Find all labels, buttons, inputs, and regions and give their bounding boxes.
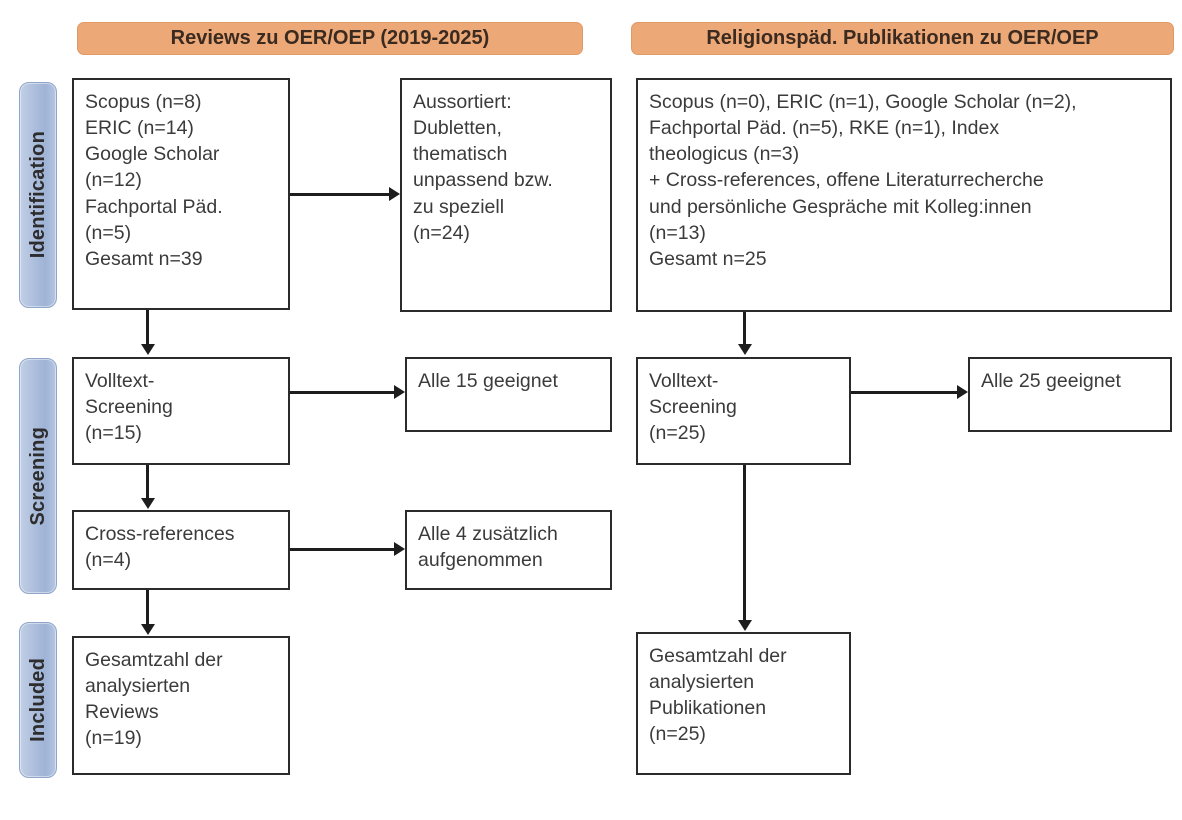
column-header-reviews-label: Reviews zu OER/OEP (2019-2025): [170, 27, 490, 49]
box-line: Publikationen: [649, 697, 767, 720]
box-left-fulltext-screening: Volltext- Screening (n=15): [72, 357, 290, 465]
box-right-fulltext-screening: Volltext- Screening (n=25): [636, 357, 851, 465]
box-line: (n=4): [85, 549, 132, 572]
box-left-all-added: Alle 4 zusätzlich aufgenommen: [405, 510, 612, 590]
box-line: Volltext-: [649, 370, 719, 392]
box-line: Reviews: [85, 701, 159, 724]
stage-pill-screening: Screening: [19, 358, 57, 594]
box-right-all-eligible: Alle 25 geeignet: [968, 357, 1172, 432]
box-line: (n=25): [649, 723, 706, 746]
box-line: (n=19): [85, 727, 142, 750]
box-line: Alle 25 geeignet: [981, 370, 1121, 392]
box-line: analysierten: [649, 671, 755, 694]
box-line: Scopus (n=8): [85, 91, 202, 113]
column-header-publications: Religionspäd. Publikationen zu OER/OEP: [631, 22, 1174, 55]
box-line: ERIC (n=14): [85, 117, 194, 140]
box-line: Alle 4 zusätzlich: [418, 523, 558, 545]
box-line: (n=12): [85, 169, 142, 192]
box-line: Google Scholar: [85, 143, 220, 166]
box-line: Volltext-: [85, 370, 155, 392]
connector-left-crossrefs-to-added: [290, 548, 395, 551]
box-line: Gesamt n=25: [649, 247, 767, 270]
box-line: Alle 15 geeignet: [418, 370, 558, 392]
connector-right-sources-to-screening: [743, 312, 746, 346]
box-line: zu speziell: [413, 195, 505, 218]
box-line: Screening: [649, 396, 737, 419]
box-left-cross-references: Cross-references (n=4): [72, 510, 290, 590]
stage-pill-included: Included: [19, 622, 57, 778]
arrowhead-right-screening-to-eligible: [957, 385, 968, 399]
stage-label-screening: Screening: [26, 426, 49, 526]
arrowhead-left-sources-to-screening: [140, 344, 155, 355]
box-line: Scopus (n=0), ERIC (n=1), Google Scholar…: [649, 91, 1077, 113]
arrowhead-right-sources-to-screening: [737, 344, 752, 355]
box-line: Aussortiert:: [413, 91, 512, 113]
box-left-identification-sources: Scopus (n=8) ERIC (n=14) Google Scholar …: [72, 78, 290, 310]
box-line: aufgenommen: [418, 549, 543, 572]
column-header-publications-label: Religionspäd. Publikationen zu OER/OEP: [706, 27, 1099, 49]
box-line: und persönliche Gespräche mit Kolleg:inn…: [649, 195, 1032, 218]
box-line: Gesamtzahl der: [649, 645, 787, 667]
box-line: (n=15): [85, 422, 142, 445]
arrowhead-left-crossrefs-to-included: [140, 624, 155, 635]
box-right-identification-sources: Scopus (n=0), ERIC (n=1), Google Scholar…: [636, 78, 1172, 312]
box-line: (n=25): [649, 422, 706, 445]
stage-label-identification: Identification: [26, 131, 49, 259]
column-header-reviews: Reviews zu OER/OEP (2019-2025): [77, 22, 583, 55]
connector-right-screening-to-included: [743, 465, 746, 621]
box-line: (n=24): [413, 221, 470, 244]
box-line: (n=13): [649, 221, 706, 244]
connector-left-screening-to-eligible: [290, 391, 395, 394]
arrowhead-right-screening-to-included: [737, 620, 752, 631]
arrowhead-left-screening-to-eligible: [394, 385, 405, 399]
box-line: analysierten: [85, 675, 191, 698]
stage-pill-identification: Identification: [19, 82, 57, 308]
box-line: Fachportal Päd. (n=5), RKE (n=1), Index: [649, 117, 1000, 140]
box-line: Gesamtzahl der: [85, 649, 223, 671]
connector-left-screening-to-crossrefs: [146, 465, 149, 500]
box-line: Cross-references: [85, 523, 235, 545]
connector-left-sources-to-screening: [146, 310, 149, 346]
arrowhead-left-crossrefs-to-added: [394, 542, 405, 556]
box-line: theologicus (n=3): [649, 143, 800, 166]
box-line: + Cross-references, offene Literaturrech…: [649, 169, 1044, 192]
box-left-included-total: Gesamtzahl der analysierten Reviews (n=1…: [72, 636, 290, 775]
box-line: Screening: [85, 396, 173, 419]
connector-right-screening-to-eligible: [851, 391, 958, 394]
connector-left-crossrefs-to-included: [146, 590, 149, 626]
connector-left-sources-to-excluded: [290, 193, 390, 196]
box-left-all-eligible: Alle 15 geeignet: [405, 357, 612, 432]
arrowhead-left-screening-to-crossrefs: [140, 498, 155, 509]
box-line: thematisch: [413, 143, 508, 166]
box-line: Dubletten,: [413, 117, 502, 140]
box-left-excluded: Aussortiert: Dubletten, thematisch unpas…: [400, 78, 612, 312]
box-right-included-total: Gesamtzahl der analysierten Publikatione…: [636, 632, 851, 775]
box-line: (n=5): [85, 221, 132, 244]
stage-label-included: Included: [26, 658, 49, 742]
box-line: unpassend bzw.: [413, 169, 553, 192]
box-line: Fachportal Päd.: [85, 195, 223, 218]
arrowhead-left-sources-to-excluded: [389, 187, 400, 201]
box-line: Gesamt n=39: [85, 247, 203, 270]
